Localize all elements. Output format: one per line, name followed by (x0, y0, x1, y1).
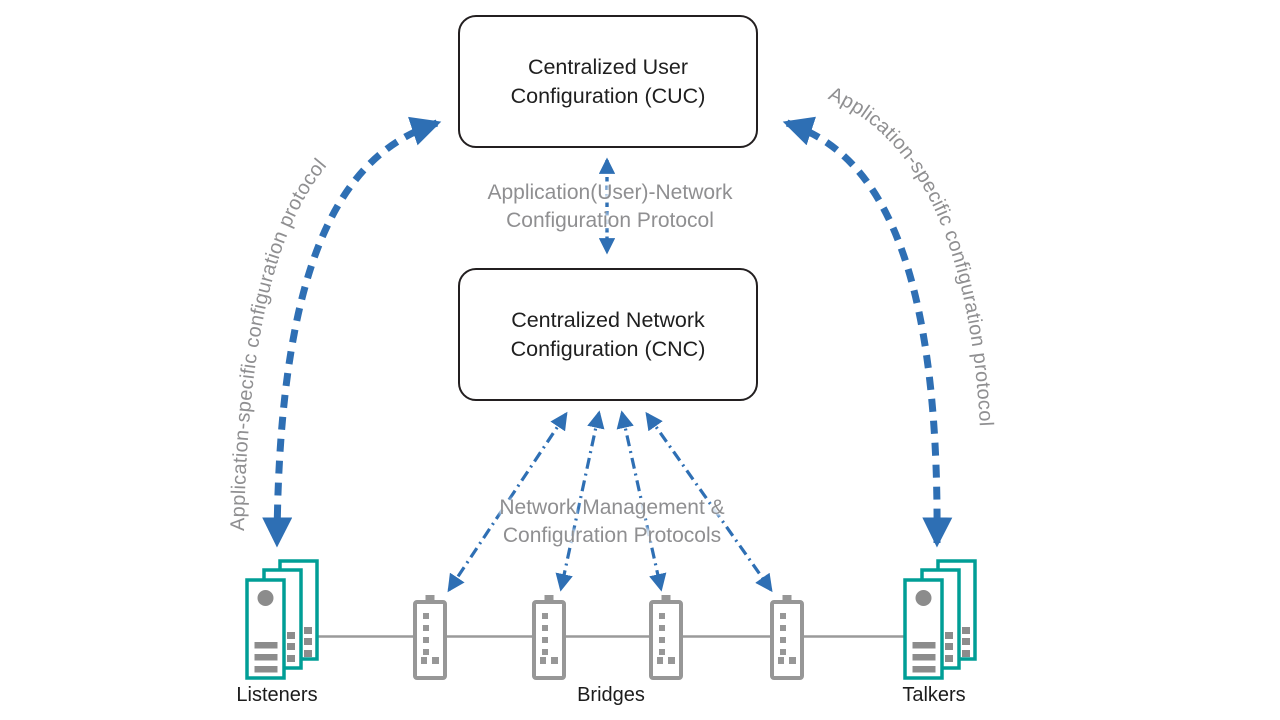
user-network-protocol-line2: Configuration Protocol (506, 208, 714, 232)
listeners-end-station-stack-icon (245, 559, 319, 680)
right-curve-label: Application-specific configuration proto… (825, 83, 996, 427)
bridge-icon (532, 593, 566, 680)
bridge-icon (649, 593, 683, 680)
network-mgmt-line2: Configuration Protocols (502, 523, 722, 547)
bridge-icon (770, 593, 804, 680)
cuc-box: Centralized User Configuration (CUC) (458, 15, 758, 148)
bridge-icon (413, 593, 447, 680)
network-mgmt-protocols-label: Network Management & Configuration Proto… (499, 494, 724, 549)
talkers-end-station-stack-icon (903, 559, 977, 680)
cnc-bridge2-arrow (555, 410, 605, 592)
left-app-config-protocol-arrow (262, 116, 442, 548)
cnc-box: Centralized Network Configuration (CNC) (458, 268, 758, 401)
cnc-line1: Centralized Network (511, 307, 705, 332)
talkers-label: Talkers (902, 684, 966, 706)
cuc-line2: Configuration (CUC) (510, 83, 706, 108)
cuc-line1: Centralized User (527, 54, 689, 79)
left-curve-label-text: Application-specific configuration proto… (227, 155, 331, 532)
right-app-config-protocol-arrow (782, 116, 953, 548)
user-network-protocol-line1: Application(User)-Network (487, 181, 733, 204)
listeners-label: Listeners (236, 684, 318, 706)
right-curve-label-text: Application-specific configuration proto… (825, 83, 996, 427)
cnc-bridge3-arrow (616, 410, 667, 592)
bridges-label: Bridges (577, 684, 645, 706)
user-network-protocol-label: Application(User)-Network Configuration … (487, 179, 732, 234)
network-mgmt-line1: Network Management & (499, 496, 725, 519)
cnc-line2: Configuration (CNC) (510, 336, 706, 361)
left-curve-label: Application-specific configuration proto… (227, 155, 331, 532)
